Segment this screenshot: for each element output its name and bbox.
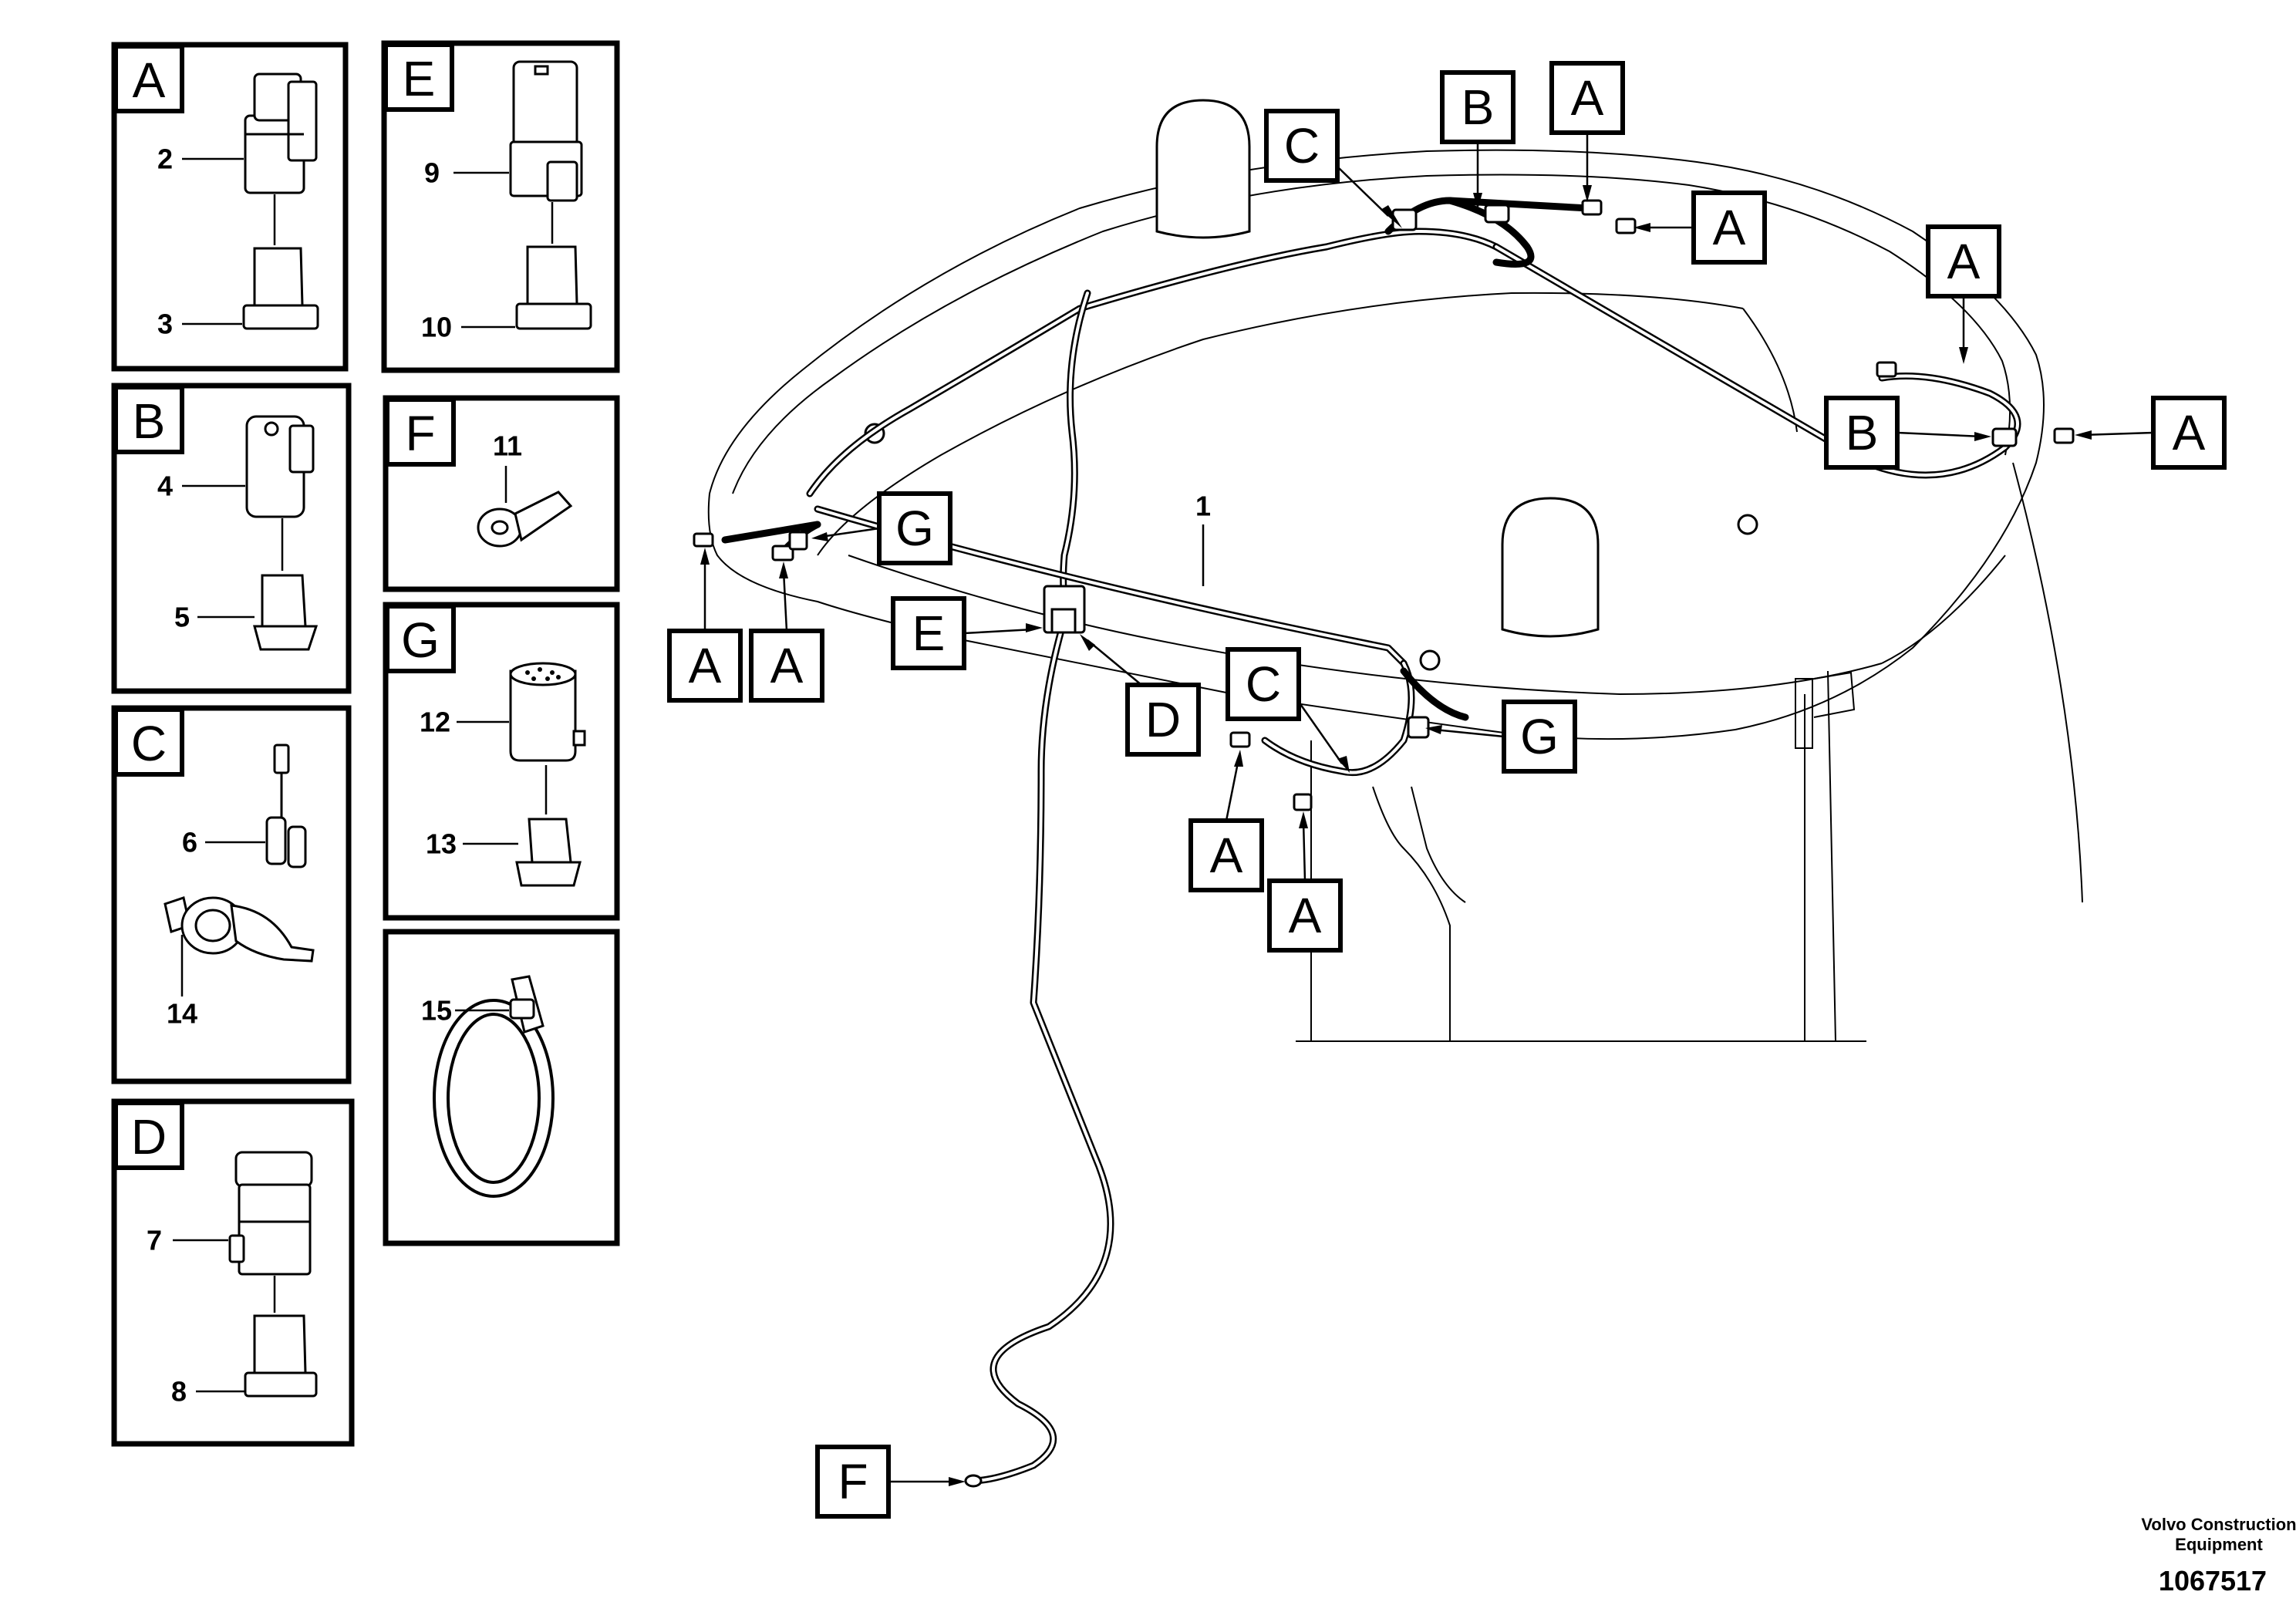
wiring-harness-1 [693,197,2075,1488]
wedge-lock-10 [515,245,592,330]
beacon-front [1501,497,1600,638]
connector-housing-9 [509,60,583,202]
callout-a-top: A [1549,61,1625,202]
callout-c-top: C [1264,109,1402,228]
panel-b: B 4 5 [111,383,352,694]
panel-letter: G [401,612,440,668]
wedge-lock-8 [244,1314,318,1398]
figure-number: 1067517 [2159,1565,2267,1597]
panel-letter: B [133,393,166,449]
callout-a-right: A [2075,396,2227,470]
svg-text:A: A [1947,234,1981,289]
connector-housing-12 [509,662,586,762]
svg-text:A: A [2173,405,2206,460]
panel-letter: F [405,406,435,461]
svg-text:B: B [1462,79,1495,135]
ring-terminal-11 [477,491,573,548]
part-label: 12 [420,706,450,738]
panel-letter: D [131,1109,167,1165]
callout-a-mid-1: A [1188,750,1264,892]
part-label: 9 [424,157,440,189]
panel-cable-tie: 15 [383,929,620,1246]
svg-text:A: A [1289,888,1322,943]
part-label: 6 [182,827,197,858]
panel-a: A 2 3 [111,42,349,372]
panel-g: G 12 13 [383,602,620,921]
svg-text:C: C [1246,656,1281,712]
part-label: 10 [421,312,452,343]
cable-tie-15 [433,975,555,1198]
footer-company-line1: Volvo Construction [2141,1515,2296,1534]
footer-company-line2: Equipment [2175,1535,2263,1554]
cab-roof-outline [707,99,2083,1042]
panel-f: F 11 [383,395,620,592]
panel-letter: E [403,51,436,106]
part-label: 15 [421,995,452,1027]
svg-text:A: A [1713,200,1746,255]
callout-f: F [815,1445,966,1519]
callout-g-left: G [811,491,952,565]
connector-housing-7 [228,1151,313,1276]
part-label: 8 [171,1376,187,1408]
svg-text:A: A [689,638,722,693]
bullet-connector-6 [265,744,307,868]
callout-d: D [1080,634,1201,757]
connector-housing-2 [244,73,318,194]
svg-text:A: A [1210,828,1243,883]
panel-c: C 6 14 [111,705,352,1084]
svg-text:C: C [1284,118,1320,174]
callout-a-left-1: A [667,548,743,703]
callout-a-left-2: A [749,561,824,703]
svg-text:E: E [912,605,946,661]
callout-e: E [891,596,1043,670]
connector-housing-4 [245,415,315,518]
svg-text:G: G [1520,709,1559,764]
svg-text:A: A [1571,70,1604,126]
callout-c-mid: C [1226,647,1350,773]
part-label: 14 [167,998,197,1030]
panel-d: D 7 8 [111,1098,355,1447]
panel-letter: C [131,716,167,771]
callout-a-mid-2: A [1267,811,1343,953]
part-label: 3 [157,309,173,340]
wedge-lock-13 [515,818,582,887]
part-label: 5 [174,602,190,633]
harness-label: 1 [1195,491,1211,522]
callout-g-mid: G [1425,700,1577,774]
callout-b-right: B [1824,396,1991,470]
svg-text:B: B [1846,405,1879,460]
panel-letter: A [133,52,166,108]
part-label: 13 [426,828,457,860]
panel-e: E 9 10 [381,40,620,373]
wedge-lock-5 [253,574,319,651]
callout-a-right-upper: A [1926,224,2001,364]
svg-text:D: D [1145,692,1181,747]
part-label: 2 [157,143,173,175]
svg-text:F: F [838,1454,868,1509]
svg-text:A: A [770,638,804,693]
part-label: 11 [493,430,522,462]
wedge-lock-3 [242,247,319,330]
callout-b-top: B [1440,70,1515,210]
svg-text:G: G [895,501,934,556]
part-label: 4 [157,470,173,502]
beacon-rear [1155,99,1251,239]
callout-a-top-right: A [1633,191,1767,265]
power-socket-14 [164,896,315,963]
part-label: 7 [147,1225,162,1256]
